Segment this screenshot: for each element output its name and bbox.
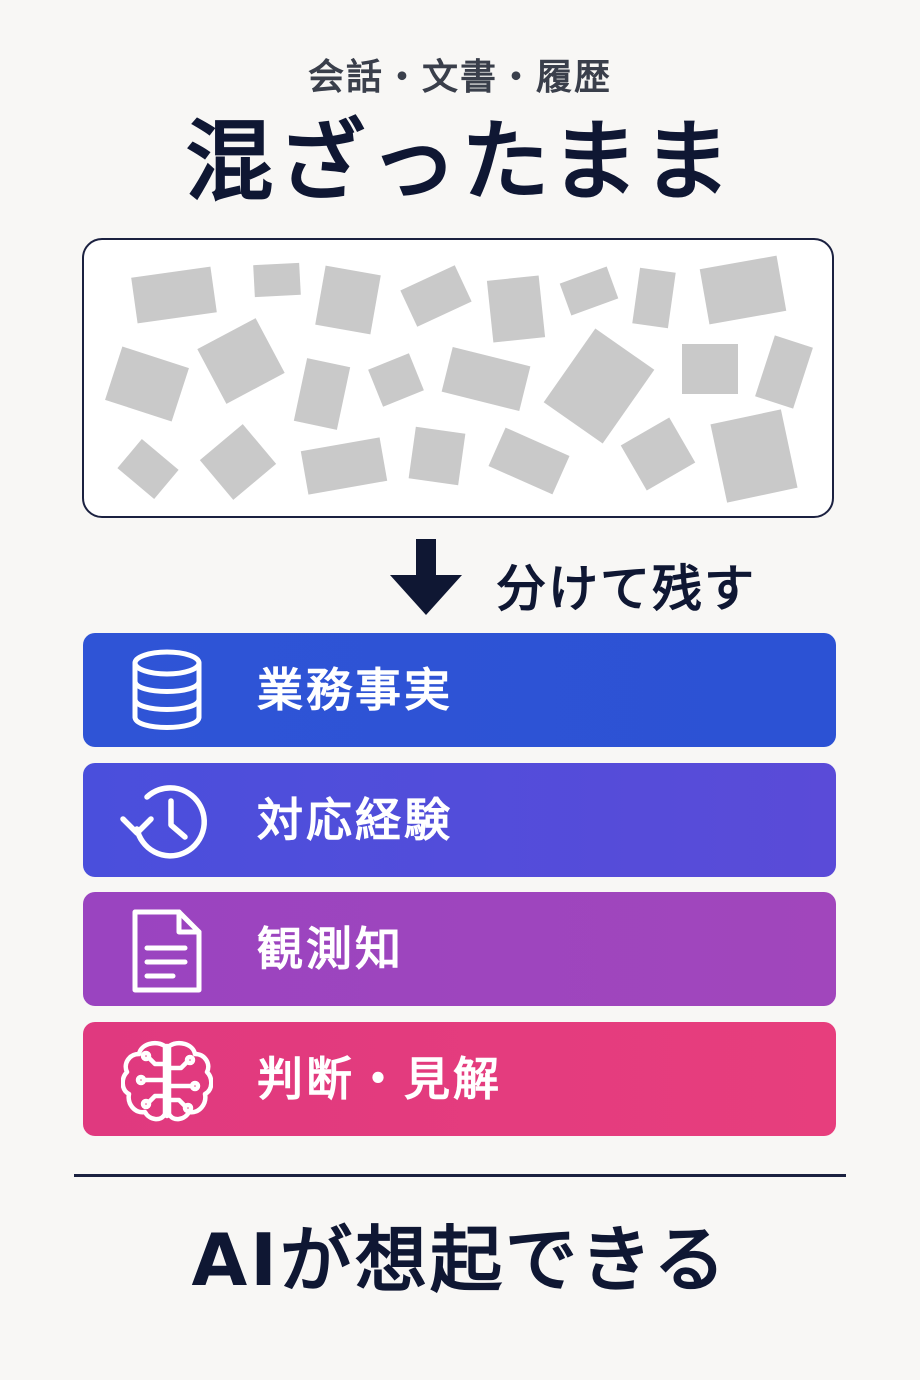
- transition-label: 分けて残す: [496, 560, 756, 618]
- fragment: [117, 439, 179, 499]
- fragment: [682, 344, 738, 394]
- fragment: [197, 318, 285, 404]
- footer-text: AIが想起できる: [191, 1218, 729, 1302]
- fragment: [559, 266, 619, 316]
- fragment: [315, 265, 381, 335]
- category-label: 業務事実: [257, 663, 453, 717]
- category-label: 観測知: [257, 922, 404, 976]
- brain-icon: [121, 1038, 217, 1122]
- fragment: [199, 424, 277, 500]
- fragment: [699, 255, 787, 325]
- fragment: [620, 417, 696, 491]
- fragment: [632, 267, 676, 329]
- fragment: [543, 328, 655, 444]
- mixed-content-box: [82, 238, 834, 518]
- category-label: 判断・見解: [257, 1052, 502, 1106]
- fragment: [105, 346, 189, 422]
- history-clock-icon: [119, 779, 215, 861]
- page-title: 混ざったまま: [185, 110, 735, 213]
- fragment: [131, 266, 217, 324]
- subtitle: 会話・文書・履歴: [307, 57, 612, 98]
- fragment: [300, 437, 388, 495]
- down-arrow-icon: [390, 539, 462, 615]
- fragment: [253, 262, 301, 298]
- scattered-fragments: [105, 255, 813, 503]
- transition-row: 分けて残す: [0, 535, 920, 625]
- fragment: [486, 275, 546, 343]
- divider: [74, 1174, 846, 1177]
- fragment: [368, 353, 424, 407]
- fragment: [488, 427, 570, 495]
- category-label: 対応経験: [257, 793, 453, 847]
- category-bar-observational-knowledge: 観測知: [83, 892, 836, 1006]
- category-bar-judgment-opinion: 判断・見解: [83, 1022, 836, 1136]
- document-icon: [129, 908, 225, 993]
- fragment: [408, 426, 466, 486]
- fragment: [710, 409, 798, 503]
- fragment: [441, 347, 531, 411]
- category-bar-response-experience: 対応経験: [83, 763, 836, 877]
- fragment: [400, 265, 472, 327]
- category-bar-business-facts: 業務事実: [83, 633, 836, 747]
- fragment: [755, 335, 813, 409]
- database-icon: [129, 649, 225, 731]
- fragment: [293, 358, 351, 430]
